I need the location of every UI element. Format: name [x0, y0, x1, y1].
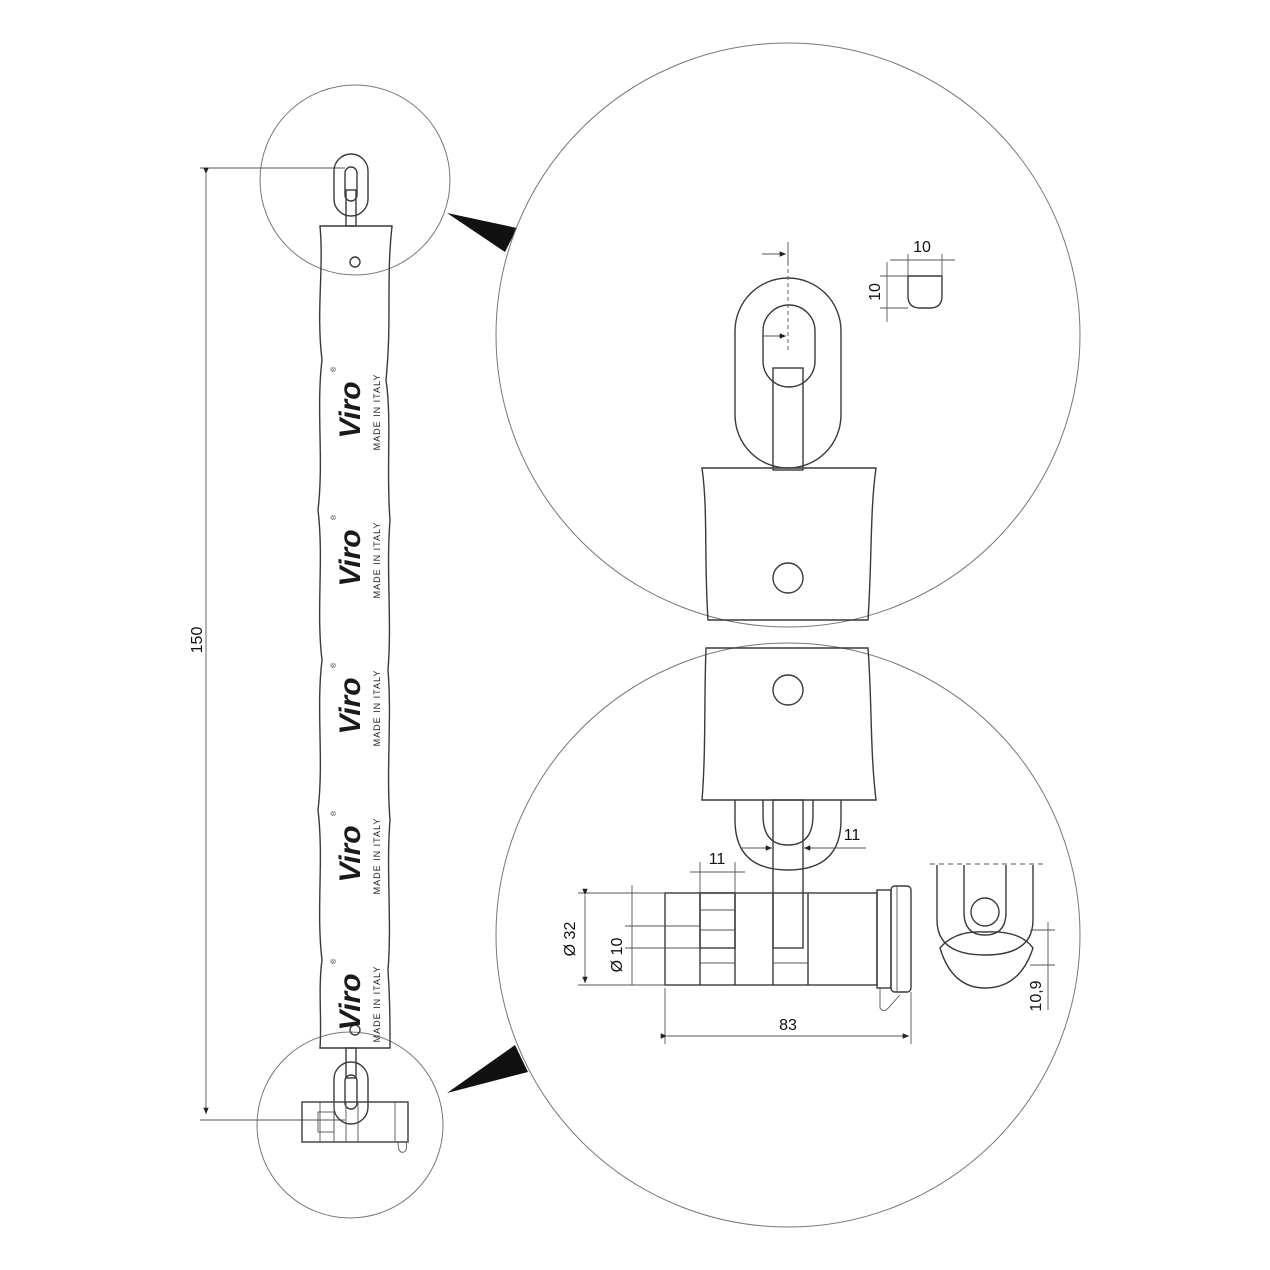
bottom-chain-link	[333, 1047, 369, 1125]
brand-mark: Viro ® MADE IN ITALY	[330, 366, 382, 450]
brand-logo: Viro	[334, 381, 367, 438]
detail-pointer-top	[447, 213, 517, 252]
brand-tagline: MADE IN ITALY	[372, 966, 382, 1043]
brand-logo: Viro	[334, 677, 367, 734]
padlock-diameter-value: Ø 32	[562, 922, 579, 957]
gap-upper-value: 11	[844, 827, 861, 844]
registered-mark: ®	[330, 514, 338, 520]
top-chain-link	[333, 153, 369, 227]
brand-logo: Viro	[334, 529, 367, 586]
brand-logo: Viro	[334, 973, 367, 1030]
profile-width: 10	[913, 239, 931, 256]
registered-mark: ®	[330, 366, 338, 372]
brand-mark: Viro ® MADE IN ITALY	[330, 662, 382, 746]
detail-circle-top-small	[259, 84, 451, 276]
link-profile-section: 10 10	[867, 239, 955, 322]
registered-mark: ®	[330, 662, 338, 668]
detail-pointer-bottom	[447, 1045, 528, 1093]
brand-mark: Viro ® MADE IN ITALY	[330, 514, 382, 598]
padlock-body	[664, 885, 912, 1011]
gap-lower-value: 11	[709, 851, 726, 868]
top-detail-view: 10 10	[495, 42, 1081, 628]
chain-sleeve	[317, 225, 393, 1049]
overall-view: 150 Viro ® MADE IN ITALY Viro ® MADE IN ITALY…	[189, 84, 528, 1219]
registered-mark: ®	[330, 810, 338, 816]
shackle-section-value: 10,9	[1028, 980, 1045, 1011]
brand-logo: Viro	[334, 825, 367, 882]
brand-tagline: MADE IN ITALY	[372, 818, 382, 895]
small-padlock	[301, 1101, 409, 1153]
detail-circle-bottom-small	[256, 1031, 444, 1219]
registered-mark: ®	[330, 958, 338, 964]
brand-mark: Viro ® MADE IN ITALY	[330, 958, 382, 1042]
bottom-detail-view: 11 11 Ø 32	[495, 642, 1081, 1228]
brand-tagline: MADE IN ITALY	[372, 522, 382, 599]
shackle-diameter-value: Ø 10	[609, 938, 626, 973]
profile-height: 10	[867, 283, 884, 301]
brand-tagline: MADE IN ITALY	[372, 670, 382, 747]
length-dimension: 150	[189, 167, 345, 1121]
brand-mark: Viro ® MADE IN ITALY	[330, 810, 382, 894]
length-value: 150	[189, 627, 206, 654]
padlock-length-value: 83	[779, 1017, 797, 1034]
shackle-section: 10,9	[930, 863, 1055, 1012]
brand-tagline: MADE IN ITALY	[372, 374, 382, 451]
